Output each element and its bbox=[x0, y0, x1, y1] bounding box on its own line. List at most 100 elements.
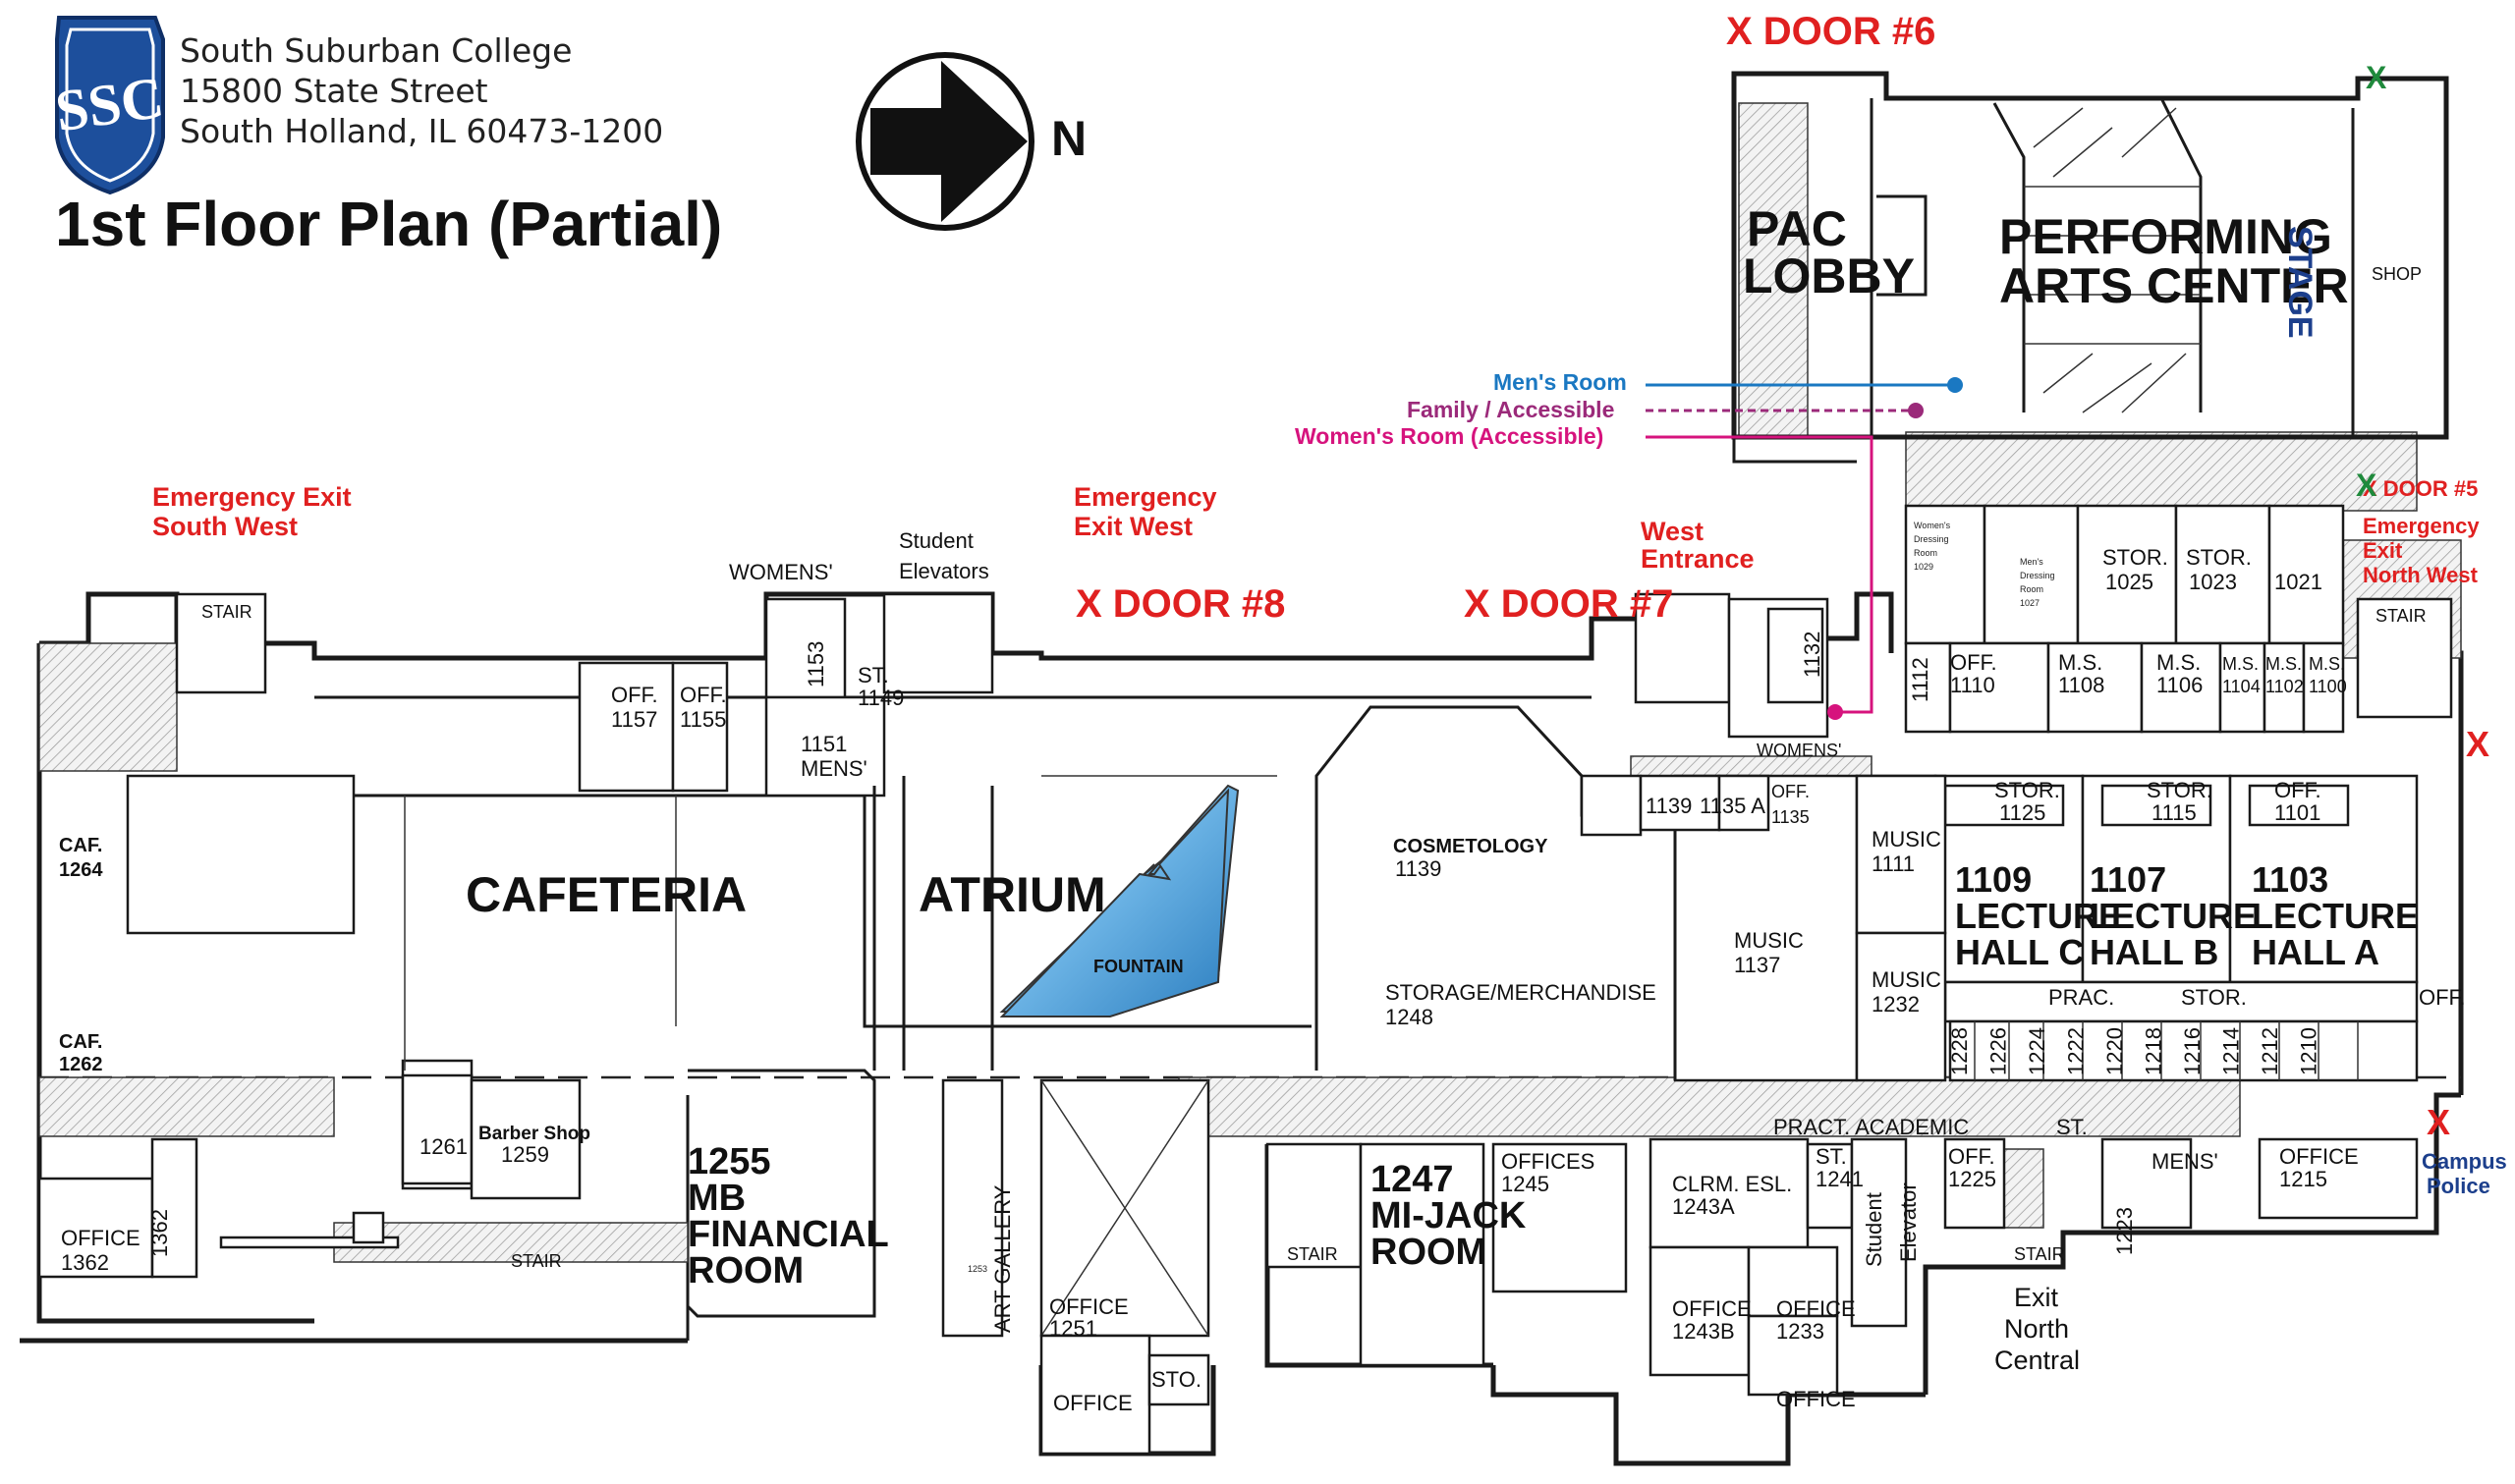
exit-x-marker-police: X bbox=[2427, 1102, 2450, 1142]
room-student-elevators-1: Student bbox=[899, 528, 974, 553]
room-wdr-1029-c: Room bbox=[1914, 548, 1937, 558]
room-office-1251-b: 1251 bbox=[1049, 1316, 1097, 1341]
room-1139-cosmetology: 1139 bbox=[1395, 856, 1441, 881]
emergency-exit-nw-1: Emergency bbox=[2363, 514, 2480, 538]
room-lh-1103-c: HALL A bbox=[2252, 932, 2379, 972]
room-lh-1109-a: 1109 bbox=[1955, 859, 2032, 900]
room-st-1149-a: ST. bbox=[858, 663, 889, 687]
restroom-legend-lines bbox=[1646, 377, 1963, 720]
legend-mens-room: Men's Room bbox=[1493, 369, 1627, 395]
room-office-1251-a: OFFICE bbox=[1049, 1294, 1129, 1319]
room-off-1110-b: 1110 bbox=[1950, 673, 1995, 697]
practice-room-label: 1226 bbox=[1986, 1027, 2011, 1075]
room-1112: 1112 bbox=[1908, 657, 1932, 702]
room-stor-1025-a: STOR. bbox=[2102, 545, 2168, 570]
room-off-row: OFF. bbox=[2419, 985, 2466, 1010]
practice-room-label: 1212 bbox=[2258, 1027, 2282, 1075]
campus-police-1: Campus bbox=[2422, 1149, 2507, 1174]
room-lh-1107-b: LECTURE bbox=[2090, 896, 2257, 936]
exit-x-marker-east: X bbox=[2466, 724, 2489, 764]
practice-room-label: 1220 bbox=[2102, 1027, 2127, 1075]
room-off-1157-a: OFF. bbox=[611, 683, 658, 707]
college-logo: SSC bbox=[51, 16, 168, 195]
room-off-1155-b: 1155 bbox=[680, 707, 726, 732]
pac-building bbox=[1731, 71, 2449, 464]
fountain-pool bbox=[999, 788, 1230, 1017]
west-entrance-1: West bbox=[1641, 517, 1704, 546]
room-womens-upper: WOMENS' bbox=[729, 560, 833, 584]
page-title: 1st Floor Plan (Partial) bbox=[55, 189, 722, 259]
room-office-1233-a: OFFICE bbox=[1776, 1296, 1856, 1321]
room-pac-lobby-1: PAC bbox=[1747, 201, 1847, 256]
room-off-1101-b: 1101 bbox=[2274, 800, 2320, 825]
room-music-1232-a: MUSIC bbox=[1872, 967, 1941, 992]
room-ms-1100-b: 1100 bbox=[2309, 677, 2347, 696]
room-stage: STAGE bbox=[2281, 226, 2319, 339]
room-shop: SHOP bbox=[2372, 264, 2422, 284]
room-clrm-a: CLRM. ESL. bbox=[1672, 1172, 1792, 1196]
room-1132: 1132 bbox=[1800, 632, 1824, 678]
exit-north-central-2: North bbox=[2004, 1314, 2069, 1344]
room-mdr-1027-b: Dressing bbox=[2020, 571, 2055, 580]
room-ms-1102-a: M.S. bbox=[2265, 654, 2302, 674]
door-5-label: X DOOR #5 bbox=[2363, 476, 2478, 501]
room-stor-1023-a: STOR. bbox=[2186, 545, 2252, 570]
room-mijack-a: 1247 bbox=[1370, 1159, 1454, 1200]
room-mdr-1027-a: Men's bbox=[2020, 557, 2043, 567]
city-address: South Holland, IL 60473-1200 bbox=[180, 112, 663, 150]
room-mb-c: FINANCIAL bbox=[688, 1214, 889, 1255]
legend-womens-room: Women's Room (Accessible) bbox=[1295, 423, 1603, 449]
room-pac-lobby-2: LOBBY bbox=[1743, 248, 1915, 303]
room-storage-1248-a: STORAGE/MERCHANDISE bbox=[1385, 980, 1656, 1005]
room-lh-1109-c: HALL C bbox=[1955, 932, 2084, 972]
room-stor-1023-b: 1023 bbox=[2189, 570, 2237, 594]
room-off-1135-b: 1135 bbox=[1771, 807, 1810, 827]
room-music-1137-b: 1137 bbox=[1734, 953, 1780, 977]
room-offices-1245-a: OFFICES bbox=[1501, 1149, 1594, 1174]
room-music-1111-a: MUSIC bbox=[1872, 827, 1941, 852]
room-1153: 1153 bbox=[804, 641, 828, 687]
room-office-1362-b: 1362 bbox=[61, 1250, 109, 1275]
room-mens-lower: MENS' bbox=[2152, 1149, 2218, 1174]
north-wing bbox=[1904, 504, 2453, 734]
room-lh-1103-a: 1103 bbox=[2252, 859, 2328, 900]
room-storage-1248-b: 1248 bbox=[1385, 1005, 1433, 1029]
emergency-exit-nw-3: North West bbox=[2363, 563, 2479, 587]
door-8-label: X DOOR #8 bbox=[1076, 582, 1285, 626]
room-mb-b: MB bbox=[688, 1178, 746, 1219]
room-prac: PRAC. bbox=[2048, 985, 2114, 1010]
legend-family-accessible: Family / Accessible bbox=[1407, 397, 1614, 422]
room-office-bottom-a: OFFICE bbox=[1053, 1391, 1133, 1415]
west-wing bbox=[37, 592, 2419, 1456]
room-1021: 1021 bbox=[2274, 570, 2322, 594]
practice-room-label: 1216 bbox=[2180, 1027, 2205, 1075]
room-1135a: 1135 A bbox=[1700, 794, 1765, 818]
room-ms-1102-b: 1102 bbox=[2265, 677, 2304, 696]
room-music-1137-a: MUSIC bbox=[1734, 928, 1804, 953]
north-arrow-icon bbox=[856, 52, 1034, 231]
room-mijack-c: ROOM bbox=[1370, 1232, 1486, 1273]
room-stair-lower-west: STAIR bbox=[511, 1251, 562, 1271]
room-pac-2: ARTS CENTER bbox=[1999, 258, 2349, 313]
room-wdr-1029-a: Women's bbox=[1914, 521, 1951, 530]
room-caf-1262-a: CAF. bbox=[59, 1031, 102, 1053]
room-1151-a: 1151 bbox=[801, 732, 847, 756]
room-stor-row: STOR. bbox=[2181, 985, 2247, 1010]
room-sto: STO. bbox=[1151, 1367, 1202, 1392]
room-off-1155-a: OFF. bbox=[680, 683, 727, 707]
room-barber-b: 1259 bbox=[501, 1142, 549, 1167]
room-stor-1115-a: STOR. bbox=[2147, 778, 2212, 802]
room-clrm-b: 1243A bbox=[1672, 1194, 1735, 1219]
room-stair-nc: STAIR bbox=[2014, 1244, 2065, 1264]
room-cosmetology: COSMETOLOGY bbox=[1393, 836, 1548, 857]
emergency-exit-w-1: Emergency bbox=[1074, 482, 1217, 512]
room-art-gallery: ART GALLERY bbox=[990, 1184, 1015, 1333]
room-student-elevator-a: Student bbox=[1862, 1192, 1886, 1267]
practice-room-label: 1210 bbox=[2297, 1027, 2321, 1075]
emergency-exit-nw-2: Exit bbox=[2363, 538, 2403, 563]
practice-room-label: 1222 bbox=[2064, 1027, 2089, 1075]
room-stor-1115-b: 1115 bbox=[2152, 800, 2197, 825]
room-st: ST. bbox=[2056, 1115, 2088, 1139]
room-wdr-1029-d: 1029 bbox=[1914, 562, 1933, 572]
room-ms-1106-b: 1106 bbox=[2156, 673, 2203, 697]
